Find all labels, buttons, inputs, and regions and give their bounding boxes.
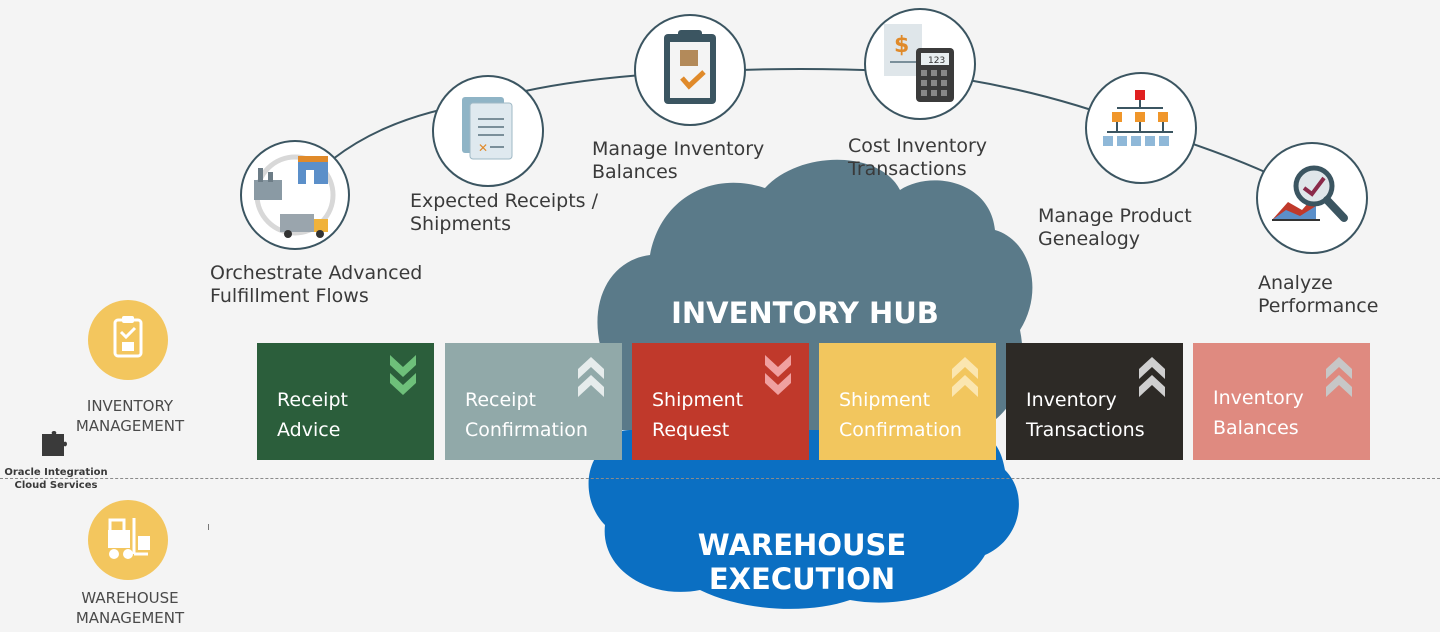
chevron-up-icon	[952, 357, 978, 397]
expected-receipts-label: Expected Receipts /Shipments	[410, 190, 598, 235]
layer-divider	[0, 478, 1440, 479]
puzzle-icon	[42, 431, 67, 456]
svg-text:$: $	[894, 33, 909, 58]
cost-calculator-icon: $ 123	[884, 24, 954, 102]
chevron-down-icon	[765, 355, 791, 395]
clipboard-icon	[113, 316, 143, 358]
expected-receipts-circle[interactable]: ✕	[432, 75, 544, 187]
chevron-down-icon	[390, 355, 416, 395]
tick-mark	[208, 524, 209, 530]
warehouse-execution-title: WAREHOUSE EXECUTION	[697, 528, 907, 596]
svg-text:123: 123	[928, 56, 945, 66]
orchestrate-circle[interactable]	[240, 140, 350, 250]
forklift-icon	[108, 518, 150, 559]
clipboard-check-icon	[664, 30, 716, 104]
svg-text:✕: ✕	[478, 141, 488, 155]
chevron-up-icon	[578, 357, 604, 397]
factory-store-truck-icon	[254, 154, 336, 238]
manage-balances-circle[interactable]	[634, 14, 746, 126]
documents-icon: ✕	[462, 97, 513, 160]
cost-transactions-circle[interactable]: $ 123	[864, 8, 976, 120]
chevron-up-icon	[1326, 357, 1352, 397]
analytics-magnifier-icon	[1272, 165, 1348, 222]
analyze-performance-circle[interactable]	[1256, 142, 1368, 254]
inventory-hub-title: INVENTORY HUB	[671, 296, 939, 330]
product-genealogy-circle[interactable]	[1085, 72, 1197, 184]
hierarchy-icon	[1103, 90, 1173, 146]
warehouse-management-badge	[88, 500, 168, 580]
chevron-up-icon	[1139, 357, 1165, 397]
inventory-management-badge	[88, 300, 168, 380]
